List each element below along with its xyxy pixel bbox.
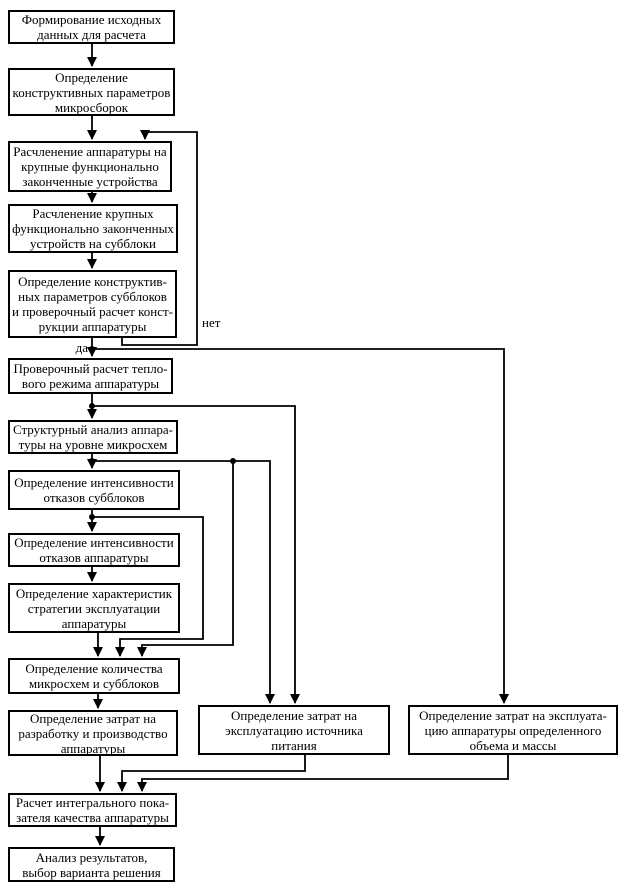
node-label: Определение количества микросхем и суббл…	[25, 661, 163, 691]
node-power-supply-costs: Определение затрат на эксплуатацию источ…	[198, 705, 390, 755]
node-label: Определение интенсивности отказов суббло…	[14, 475, 174, 505]
node-label: Определение интенсивности отказов аппара…	[14, 535, 174, 565]
edge-13-15	[117, 755, 306, 792]
node-label: Расчленение крупных функционально законч…	[12, 206, 174, 251]
node-split-into-subblocks: Расчленение крупных функционально законч…	[8, 204, 178, 253]
node-structural-analysis: Структурный анализ аппара- туры на уровн…	[8, 420, 178, 454]
node-thermal-check: Проверочный расчет тепло- вого режима ап…	[8, 358, 173, 394]
node-label: Анализ результатов, выбор варианта решен…	[22, 849, 161, 880]
node-label: Определение затрат на разработку и произ…	[18, 710, 168, 756]
node-count-chips-subblocks: Определение количества микросхем и суббл…	[8, 658, 180, 694]
edge-7-13	[92, 460, 275, 704]
edge-6-13	[92, 405, 300, 704]
node-volume-mass-costs: Определение затрат на эксплуата- цию апп…	[408, 705, 618, 755]
edge-7-11	[137, 461, 234, 657]
node-label: Определение конструктивных параметров ми…	[12, 69, 171, 115]
edge-5-3-no	[121, 130, 198, 346]
node-label: Расчленение аппаратуры на крупные функци…	[13, 144, 167, 189]
node-result-analysis: Анализ результатов, выбор варианта решен…	[8, 847, 175, 882]
edge-5-14-yes	[92, 348, 509, 704]
node-operation-strategy: Определение характеристик стратегии эксп…	[8, 583, 180, 633]
node-subblock-failure-rate: Определение интенсивности отказов суббло…	[8, 470, 180, 510]
node-form-source-data: Формирование исходных данных для расчета	[8, 10, 175, 44]
node-label: Определение затрат на эксплуата- цию апп…	[419, 707, 607, 753]
node-equipment-failure-rate: Определение интенсивности отказов аппара…	[8, 533, 180, 567]
node-label: Определение затрат на эксплуатацию источ…	[225, 707, 363, 753]
edge-label-no: нет	[202, 315, 221, 330]
node-label: Расчет интегрального пока- зателя качест…	[15, 795, 170, 825]
node-label: Определение конструктив- ных параметров …	[12, 274, 174, 334]
node-label: Проверочный расчет тепло- вого режима ап…	[13, 361, 168, 391]
node-label: Формирование исходных данных для расчета	[21, 12, 162, 42]
edges	[87, 44, 509, 846]
node-microassembly-params: Определение конструктивных параметров ми…	[8, 68, 175, 116]
edge-8-11	[92, 516, 204, 657]
node-label: Определение характеристик стратегии эксп…	[15, 585, 173, 631]
node-split-into-devices: Расчленение аппаратуры на крупные функци…	[8, 141, 172, 192]
junction-dots	[89, 346, 236, 520]
edge-14-15	[137, 755, 509, 792]
node-dev-production-costs: Определение затрат на разработку и произ…	[8, 710, 178, 756]
node-subblock-params-check: Определение конструктив- ных параметров …	[8, 270, 177, 338]
node-integral-quality: Расчет интегрального пока- зателя качест…	[8, 793, 177, 827]
edge-label-yes: да	[75, 340, 88, 355]
node-label: Структурный анализ аппара- туры на уровн…	[12, 422, 174, 452]
